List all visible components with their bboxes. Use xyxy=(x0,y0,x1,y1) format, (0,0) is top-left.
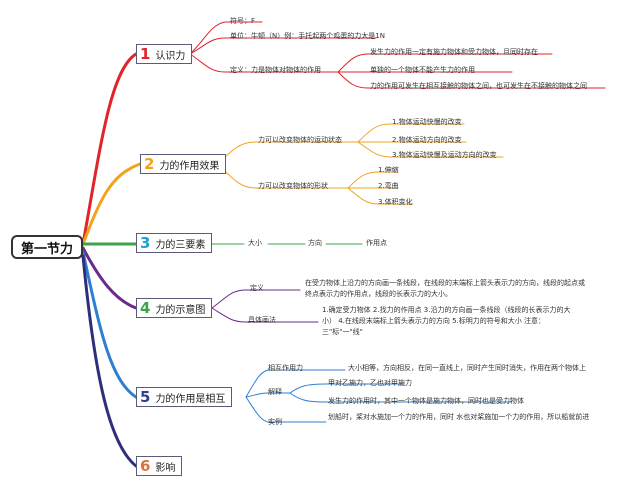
t4-def-text[interactable]: 在受力物体上沿力的方向画一条线段，在线段的末端标上箭头表示力的方向，线段的起点或… xyxy=(305,279,585,298)
t4-definition[interactable]: 定义 xyxy=(250,284,264,292)
topic-3[interactable]: 3 力的三要素 xyxy=(136,233,213,253)
root-topic[interactable]: 第一节力 xyxy=(11,235,83,259)
branch-4 xyxy=(81,246,138,310)
t4-method-text[interactable]: 1.确定受力物体 2.找力的作用点 3.沿力的方向画一条线段（线段的长表示力的大… xyxy=(322,306,571,336)
t1-def-item[interactable]: 力的作用可发生在相互接触的物体之间，也可发生在不接触的物体之间 xyxy=(370,82,587,90)
topic-1[interactable]: 1 认识力 xyxy=(136,44,193,64)
branch-1 xyxy=(81,52,138,246)
t2-motion[interactable]: 力可以改变物体的运动状态 xyxy=(258,136,342,144)
t4-method[interactable]: 具体画法 xyxy=(248,316,276,324)
t5-mutual-text[interactable]: 大小相等，方向相反，在同一直线上，同时产生同时消失，作用在两个物体上 xyxy=(348,364,586,372)
t1-unit[interactable]: 单位：牛顿（N）例：手托起两个鸡蛋的力大是1N xyxy=(230,32,385,40)
t1-definition[interactable]: 定义：力是物体对物体的作用 xyxy=(230,66,321,74)
topic-label: 力的作用效果 xyxy=(159,160,220,172)
t3-item[interactable]: 方向 xyxy=(308,239,322,247)
topic-4[interactable]: 4 力的示意图 xyxy=(136,298,213,318)
topic-number: 1 xyxy=(140,44,151,63)
t5-example-text[interactable]: 划船时，桨对水施加一个力的作用，同时 水也对桨施加一个力的作用，所以船就前进 xyxy=(328,413,590,421)
t2-motion-item[interactable]: 2.物体运动方向的改变 xyxy=(392,136,462,144)
t5-explain[interactable]: 解释 xyxy=(268,388,282,396)
t3-item[interactable]: 作用点 xyxy=(366,239,387,247)
t2-shape-item[interactable]: 3.体积变化 xyxy=(378,198,413,206)
branch-2 xyxy=(81,162,142,246)
branch-6 xyxy=(81,254,138,468)
topic-label: 力的示意图 xyxy=(155,304,206,316)
topic-2[interactable]: 2 力的作用效果 xyxy=(140,154,227,174)
topic-6[interactable]: 6 影响 xyxy=(136,456,183,476)
t1-def-item[interactable]: 发生力的作用一定有施力物体和受力物体，且同时存在 xyxy=(370,48,538,56)
topic-number: 3 xyxy=(140,233,151,252)
topic-label: 力的三要素 xyxy=(155,239,206,251)
t1-symbol[interactable]: 符号：F xyxy=(230,17,256,25)
t2-motion-item[interactable]: 1.物体运动快慢的改变 xyxy=(392,118,462,126)
t2-shape-item[interactable]: 2.弯曲 xyxy=(378,182,399,190)
topic-label: 影响 xyxy=(155,462,176,474)
topic-number: 5 xyxy=(140,387,151,406)
t2-shape[interactable]: 力可以改变物体的形状 xyxy=(258,182,328,190)
topic-number: 6 xyxy=(140,456,151,475)
t5-explain-item[interactable]: 发生力的作用时，其中一个物体是施力物体，同时也是受力物体 xyxy=(328,397,524,405)
topic-number: 4 xyxy=(140,298,151,317)
topic-label: 认识力 xyxy=(155,50,186,62)
t5-example[interactable]: 实例 xyxy=(268,418,282,426)
topic-label: 力的作用是相互 xyxy=(155,393,226,405)
t2-shape-item[interactable]: 1.伸缩 xyxy=(378,166,399,174)
t5-explain-item[interactable]: 甲对乙施力，乙也对甲施力 xyxy=(328,379,412,387)
branch-5 xyxy=(81,250,138,399)
topic-5[interactable]: 5 力的作用是相互 xyxy=(136,387,233,407)
t3-item[interactable]: 大小 xyxy=(248,239,262,247)
t1-def-item[interactable]: 单独的一个物体不能产生力的作用 xyxy=(370,66,475,74)
topic-number: 2 xyxy=(144,154,155,173)
t5-mutual[interactable]: 相互作用力 xyxy=(268,364,303,372)
t2-motion-item[interactable]: 3.物体运动快慢及运动方向的改变 xyxy=(392,151,497,159)
